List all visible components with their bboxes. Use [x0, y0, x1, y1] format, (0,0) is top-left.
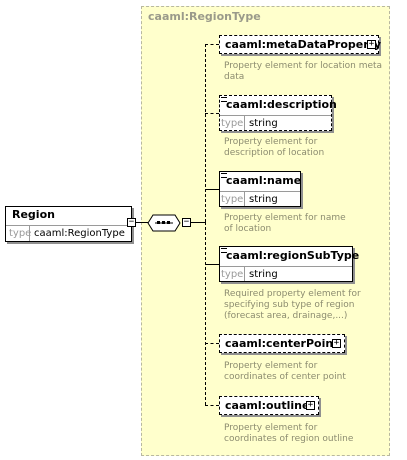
type-row-divider: [244, 267, 245, 281]
connector-line: [205, 405, 219, 406]
region-element-box[interactable]: [5, 206, 132, 242]
sequence-collapse-icon[interactable]: −: [182, 217, 191, 227]
connector-line: [205, 343, 219, 344]
metadataproperty-expand-icon[interactable]: +: [367, 39, 376, 49]
element-regionsubtype-name: caaml:regionSubType: [226, 249, 360, 262]
type-row-divider: [244, 116, 245, 130]
region-type-row: [6, 225, 131, 241]
type-row-divider: [220, 115, 331, 116]
branch-line: [205, 44, 206, 222]
connector-line: [191, 222, 205, 223]
connector-line: [205, 44, 219, 45]
connector-line: [205, 189, 219, 190]
element-regionsubtype[interactable]: [219, 246, 353, 282]
documentation-icon: [221, 248, 227, 253]
type-row-divider: [220, 191, 300, 192]
outline-expand-icon[interactable]: +: [306, 400, 315, 410]
element-name-name: caaml:name: [226, 174, 302, 187]
region-type-label: type: [9, 228, 32, 239]
element-centerpoint[interactable]: [219, 334, 345, 353]
documentation-icon: [221, 173, 227, 178]
connector-line: [205, 113, 219, 114]
type-row-divider: [244, 192, 245, 206]
element-centerpoint-name: caaml:centerPoint: [225, 337, 339, 350]
element-name-type-label: type: [221, 194, 244, 205]
connector-line: [205, 264, 219, 265]
element-outline[interactable]: [219, 396, 319, 415]
type-row-divider: [220, 266, 352, 267]
element-description-name: caaml:description: [226, 98, 337, 111]
element-name-type-value: string: [249, 194, 278, 205]
region-element-name: Region: [12, 208, 55, 221]
sequence-compositor-icon[interactable]: [147, 214, 181, 232]
element-regionsubtype-type-label: type: [221, 269, 244, 280]
element-metadataproperty[interactable]: [219, 35, 379, 54]
element-description-type-value: string: [249, 118, 278, 129]
element-name[interactable]: [219, 171, 301, 207]
region-type-value: caaml:RegionType: [34, 228, 125, 239]
element-regionsubtype-type-value: string: [249, 269, 278, 280]
region-collapse-icon[interactable]: −: [127, 217, 136, 227]
documentation-icon: [221, 97, 227, 102]
region-type-title: caaml:RegionType: [148, 10, 261, 23]
connector-line: [136, 222, 148, 223]
centerpoint-expand-icon[interactable]: +: [332, 338, 341, 348]
element-description-type-label: type: [221, 118, 244, 129]
element-outline-name: caaml:outline: [225, 399, 310, 412]
region-type-container: [141, 6, 390, 456]
element-metadataproperty-name: caaml:metaDataProperty: [225, 38, 382, 51]
branch-line: [205, 222, 206, 405]
element-description[interactable]: [219, 95, 332, 131]
region-type-divider: [29, 226, 30, 241]
